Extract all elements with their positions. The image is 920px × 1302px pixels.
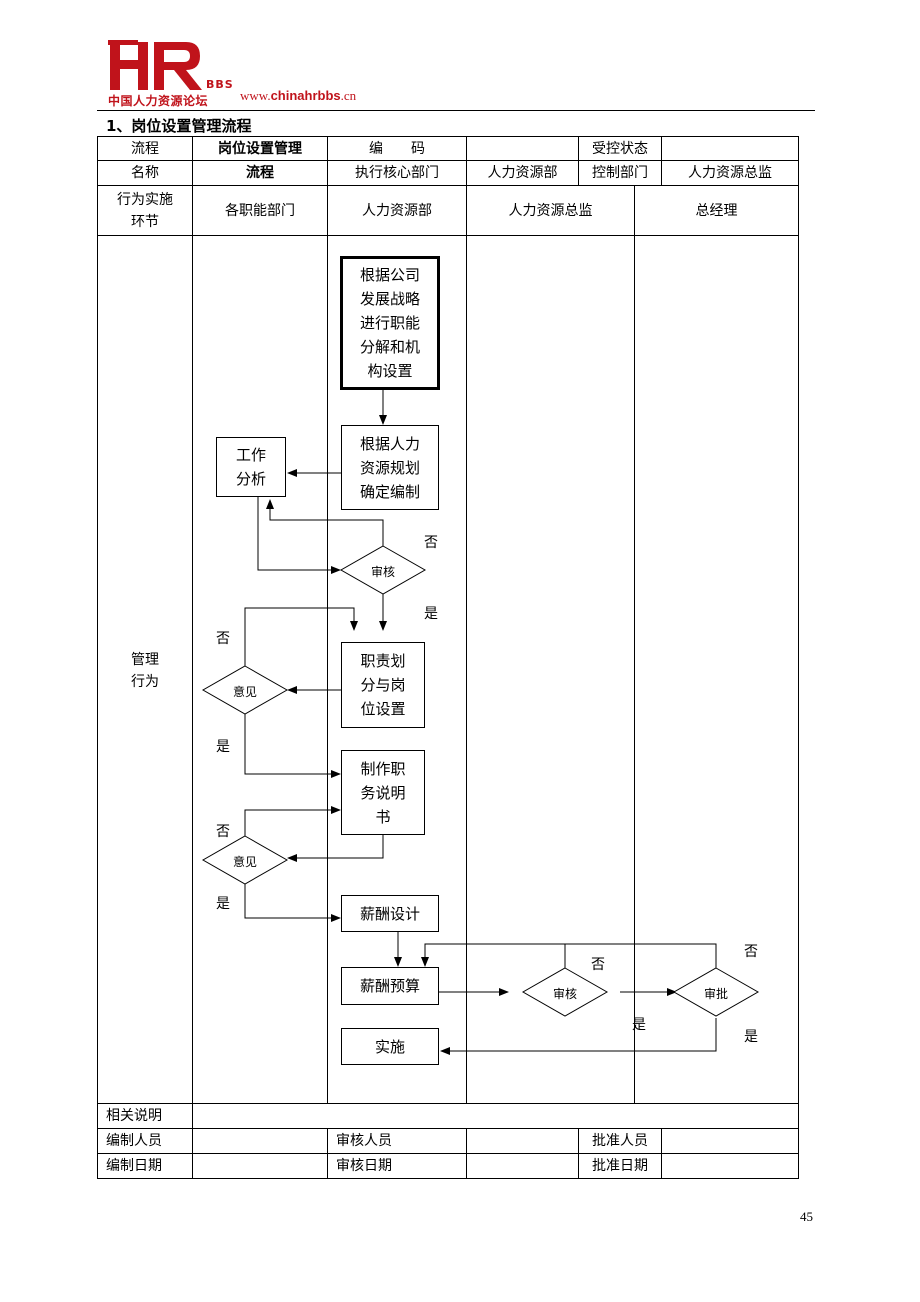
salary-design-box: 薪酬设计 [341, 895, 439, 932]
flow-name-line-1: 岗位设置管理 [218, 140, 302, 157]
control-status-value [662, 137, 798, 160]
job-description-box: 制作职务说明书 [341, 750, 425, 835]
review-2-no-label: 否 [591, 957, 605, 973]
editor-label: 编制人员 [106, 1133, 162, 1149]
review-2-yes-label: 是 [632, 1017, 646, 1033]
code-value [467, 137, 578, 160]
page-number: 45 [800, 1209, 813, 1224]
lane-header-gm: 总经理 [695, 202, 738, 219]
lane-header-hr: 人力资源部 [362, 202, 432, 219]
opinion-diamond-1-label: 意见 [232, 685, 257, 699]
flow-label: 流程 [131, 140, 159, 157]
salary-budget-box: 薪酬预算 [341, 967, 439, 1005]
control-dept-value: 人力资源总监 [688, 165, 772, 181]
duty-division-box: 职责划分与岗位设置 [341, 642, 425, 728]
review-date-label: 审核日期 [336, 1158, 392, 1174]
review-yes-label: 是 [424, 606, 438, 622]
staffing-plan-box: 根据人力资源规划确定编制 [341, 425, 439, 510]
section-title: 1、岗位设置管理流程 [106, 117, 252, 135]
logo-bbs-text: BBS [206, 78, 234, 91]
hr-logo [108, 40, 202, 90]
review-no-label: 否 [424, 535, 438, 551]
implement-box: 实施 [341, 1028, 439, 1065]
opinion-diamond-2-label: 意见 [232, 855, 257, 869]
site-url[interactable]: www.chinahrbbs.cn [240, 88, 357, 103]
approve-yes-label: 是 [744, 1029, 758, 1045]
approve-no-label: 否 [744, 944, 758, 960]
body-label-management: 管理行为 [131, 652, 159, 690]
control-dept-label: 控制部门 [592, 165, 648, 181]
reviewer-label: 审核人员 [336, 1133, 392, 1149]
notes-label: 相关说明 [106, 1108, 162, 1124]
lane-header-hr-director: 人力资源总监 [508, 202, 593, 219]
opinion-2-no-label: 否 [216, 824, 230, 840]
opinion-2-yes-label: 是 [216, 896, 230, 912]
opinion-1-no-label: 否 [216, 631, 230, 647]
approve-diamond-label: 审批 [703, 987, 728, 1001]
job-analysis-box: 工作分析 [216, 437, 286, 497]
start-step-box: 根据公司发展战略进行职能分解和机构设置 [340, 256, 440, 390]
code-label: 编 码 [369, 140, 425, 157]
control-status-label: 受控状态 [592, 140, 648, 157]
logo-chinese-text: 中国人力资源论坛 [108, 94, 209, 108]
approver-label: 批准人员 [592, 1133, 648, 1149]
exec-dept-value: 人力资源部 [487, 165, 558, 181]
review-2-diamond-label: 审核 [552, 987, 577, 1001]
review-diamond-label: 审核 [370, 565, 395, 579]
row-label-action: 行为实施环节 [117, 191, 173, 230]
notes-value [193, 1104, 798, 1128]
opinion-1-yes-label: 是 [216, 739, 230, 755]
approve-date-label: 批准日期 [592, 1158, 648, 1174]
name-label: 名称 [131, 165, 159, 181]
header-rule [97, 110, 815, 111]
lane-header-departments: 各职能部门 [225, 202, 295, 219]
edit-date-label: 编制日期 [106, 1158, 162, 1174]
exec-dept-label: 执行核心部门 [355, 165, 439, 181]
flow-name-line-2: 流程 [246, 165, 274, 181]
